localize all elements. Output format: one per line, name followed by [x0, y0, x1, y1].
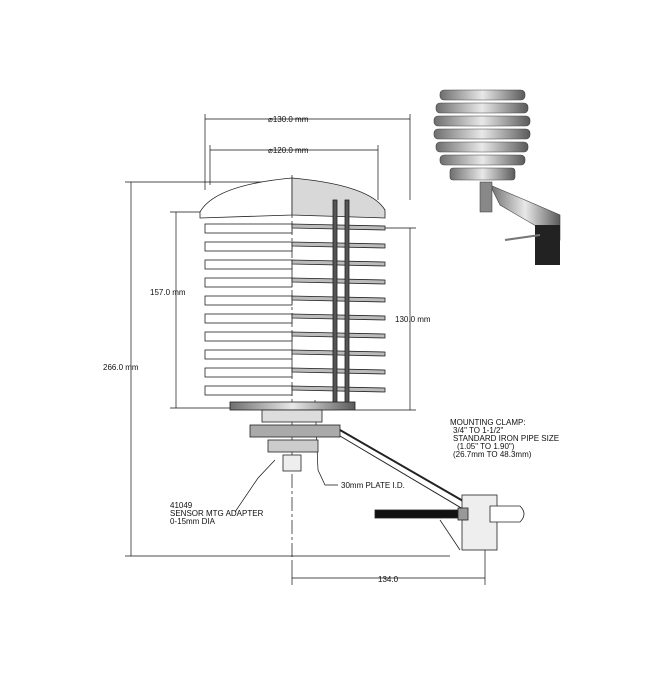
plate-label: 30mm PLATE I.D. — [341, 481, 405, 490]
svg-text:3/4" TO 1-1/2": 3/4" TO 1-1/2" — [453, 426, 503, 435]
inner-height-label: 130.0 mm — [395, 315, 431, 324]
louver-height-label: 157.0 mm — [150, 288, 186, 297]
adapter-label: 41049 SENSOR MTG ADAPTER 0-15mm DIA — [170, 501, 264, 526]
svg-text:(26.7mm TO 48.3mm): (26.7mm TO 48.3mm) — [453, 450, 532, 459]
inset-photo — [420, 85, 565, 270]
outer-diameter-label: ⌀130.0 mm — [268, 115, 309, 124]
shield-body — [199, 177, 525, 551]
inner-diameter-label: ⌀120.0 mm — [268, 146, 309, 155]
svg-text:41049: 41049 — [170, 501, 193, 510]
svg-text:0-15mm DIA: 0-15mm DIA — [170, 517, 216, 526]
clamp-label: MOUNTING CLAMP: 3/4" TO 1-1/2" STANDARD … — [450, 418, 559, 459]
svg-text:SENSOR MTG ADAPTER: SENSOR MTG ADAPTER — [170, 509, 264, 518]
clamp-offset-label: 134.0 — [378, 575, 399, 584]
svg-text:STANDARD IRON PIPE SIZE: STANDARD IRON PIPE SIZE — [453, 434, 559, 443]
svg-text:(1.05" TO 1.90"): (1.05" TO 1.90") — [457, 442, 515, 451]
total-height-label: 266.0 mm — [103, 363, 139, 372]
svg-text:MOUNTING CLAMP:: MOUNTING CLAMP: — [450, 418, 526, 427]
